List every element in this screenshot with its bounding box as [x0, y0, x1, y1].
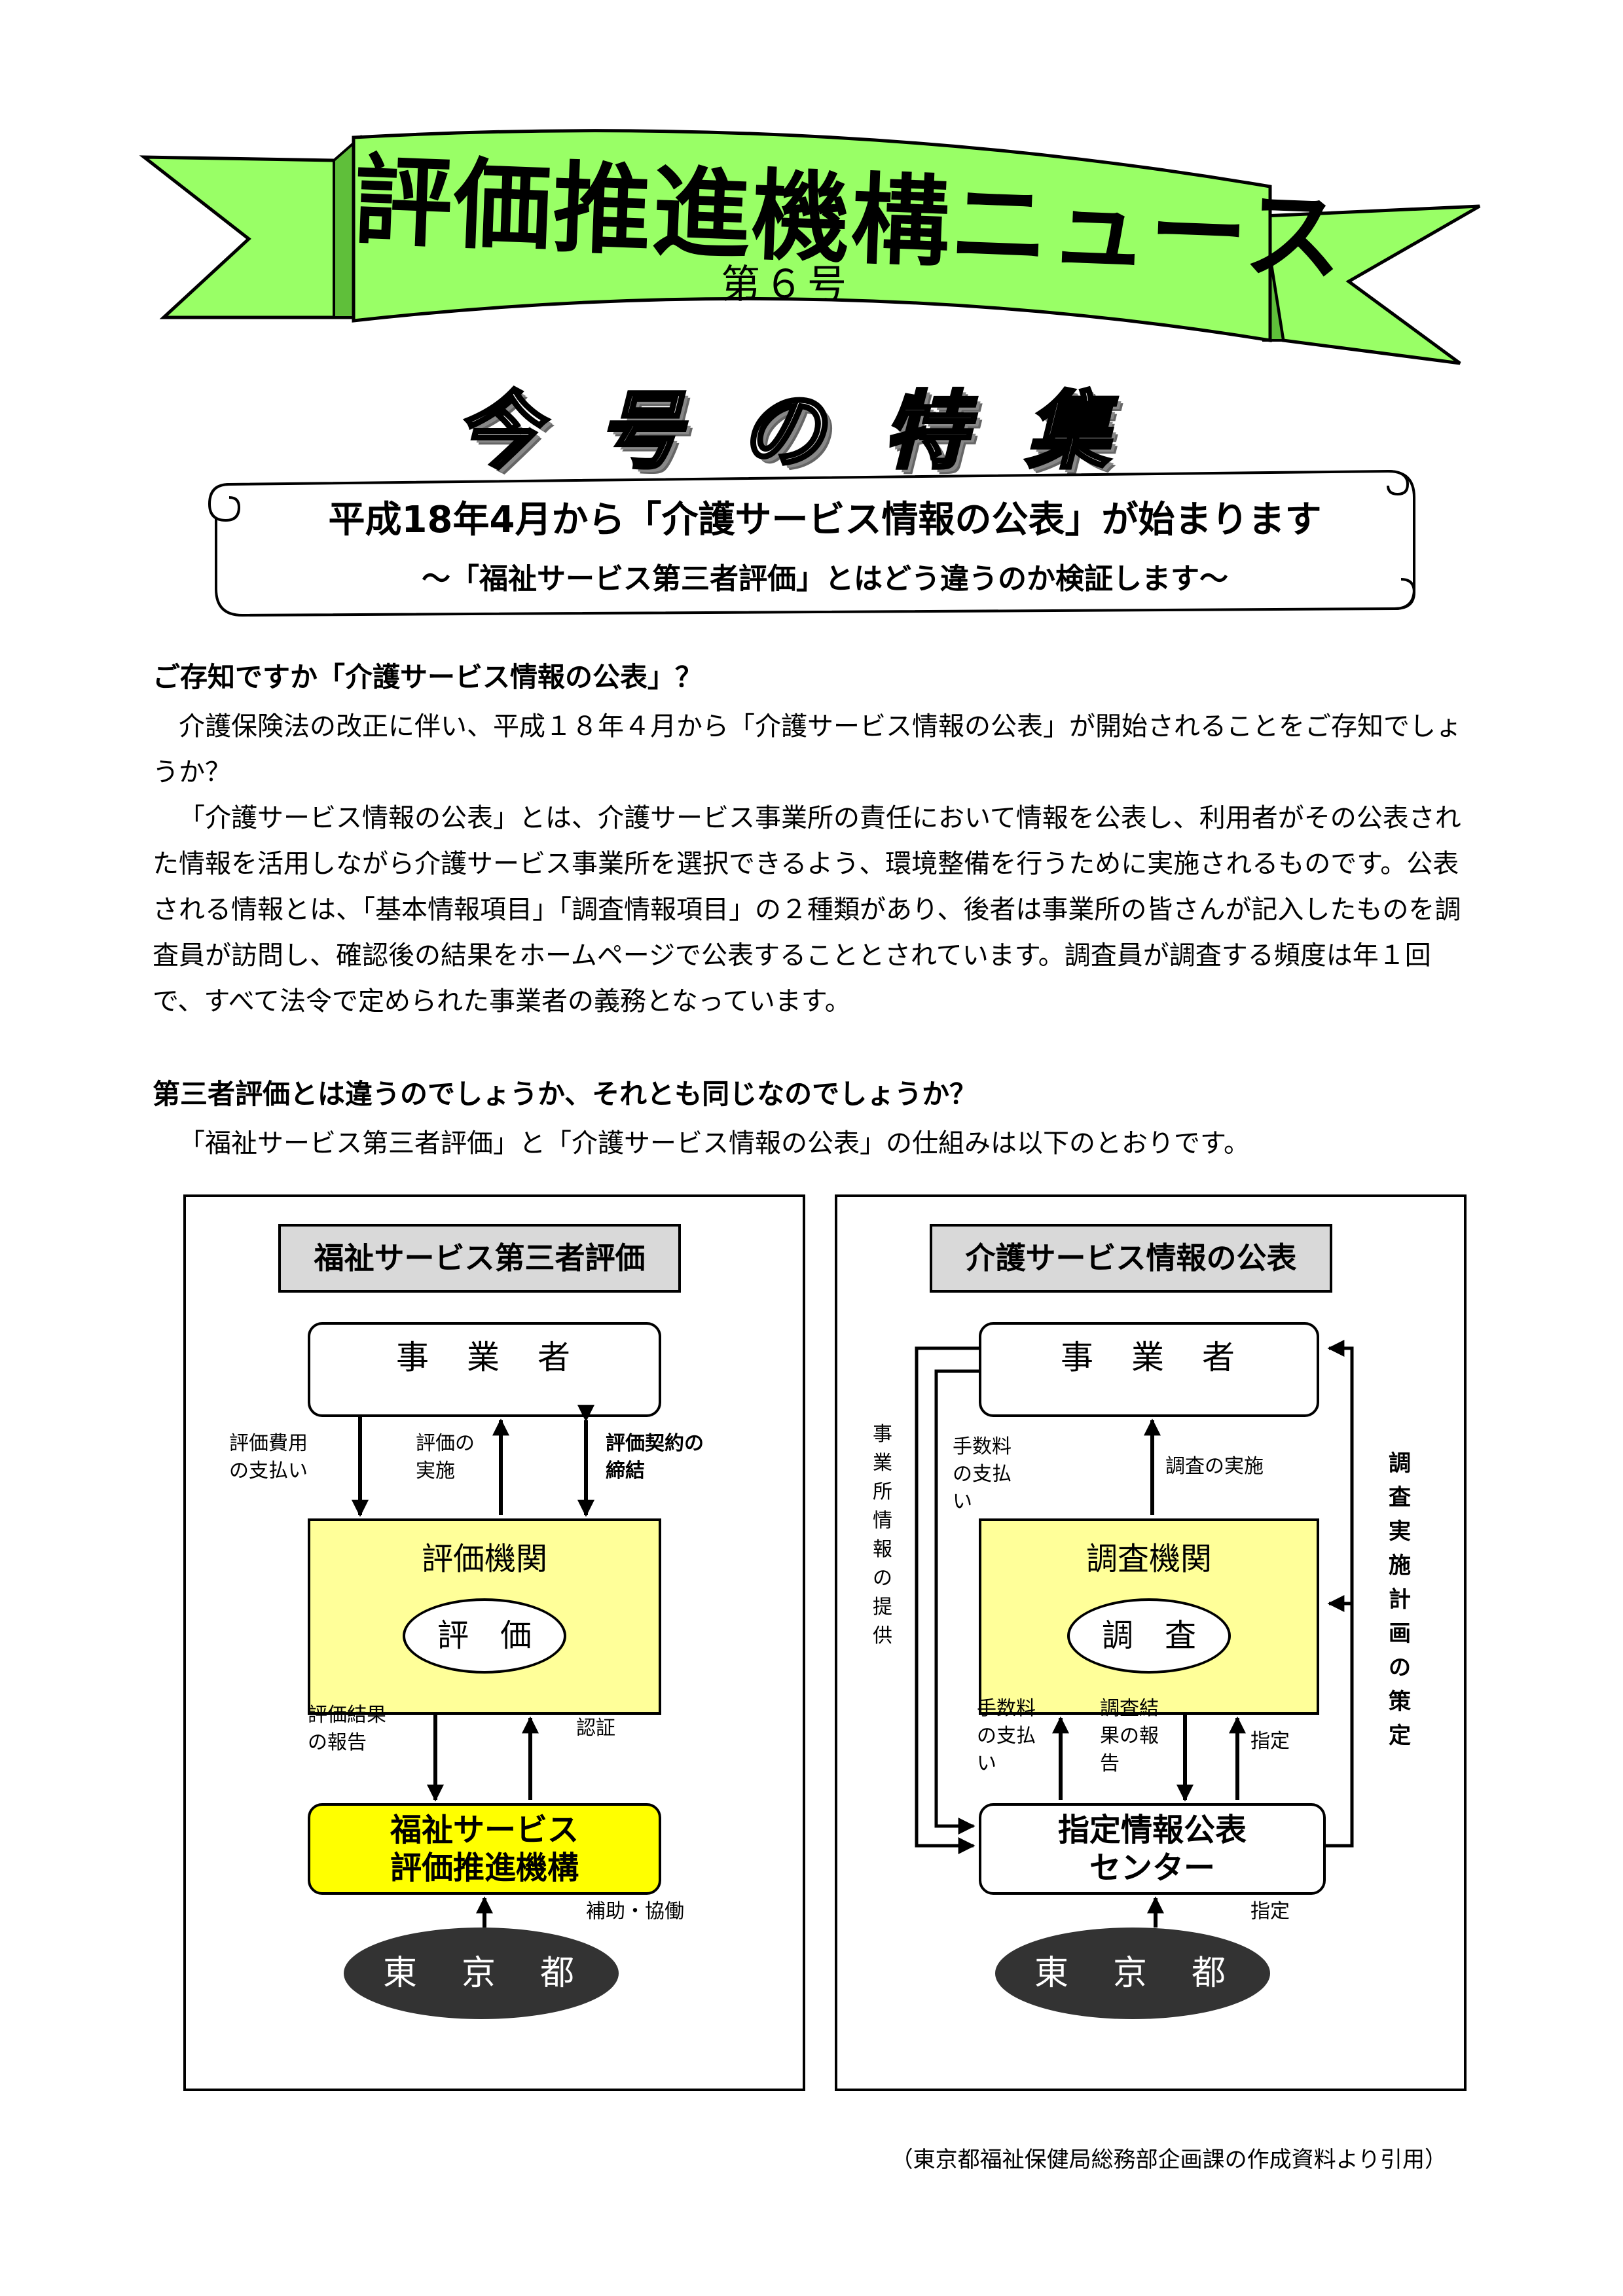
- left-arrows: [352, 1405, 594, 1928]
- survey-org-box: 調査機関 調 査: [979, 1518, 1319, 1715]
- diagram-third-party-evaluation: [183, 1194, 805, 2091]
- label-evaluation-fee: 評価費用 の支払い: [229, 1432, 308, 1482]
- designated-center-line2: センター: [1089, 1850, 1215, 1886]
- label-evaluation-report: 評価結果 の報告: [308, 1704, 386, 1754]
- evaluation-oval: 評 価: [403, 1598, 566, 1674]
- label-support-cooperation: 補助・協働: [586, 1900, 684, 1923]
- paragraph: 介護保険法の改正に伴い、平成１８年４月から「介護サービス情報の公表」が開始される…: [153, 711, 1462, 787]
- label-survey-result: 調査結 果の報 告: [1100, 1697, 1159, 1775]
- label-provider-info: 事業所情報の提供: [873, 1423, 892, 1647]
- diagram-title: 福祉サービス第三者評価: [278, 1224, 681, 1293]
- promotion-org-line2: 評価推進機構: [390, 1850, 579, 1886]
- tokyo-gov-ellipse: 東 京 都: [995, 1928, 1270, 2019]
- diagram-care-info-disclosure: [835, 1194, 1467, 2091]
- evaluation-org-label: 評価機関: [421, 1541, 547, 1577]
- survey-org-label: 調査機関: [1085, 1541, 1212, 1577]
- label-fee-bottom: 手数料 の支払 い: [977, 1697, 1036, 1775]
- diagram-title: 介護サービス情報の公表: [930, 1224, 1332, 1293]
- label-survey-conduct: 調査の実施: [1165, 1455, 1264, 1478]
- provider-box: 事 業 者: [979, 1322, 1319, 1417]
- paragraph: 「福祉サービス第三者評価」と「介護サービス情報の公表」の仕組みは以下のとおりです…: [179, 1128, 1250, 1158]
- designated-center-line1: 指定情報公表: [1057, 1812, 1247, 1848]
- designated-center-box: 指定情報公表 センター: [979, 1803, 1326, 1895]
- promotion-org-line1: 福祉サービス: [390, 1812, 579, 1848]
- label-certification: 認証: [576, 1717, 615, 1740]
- citation: （東京都福祉保健局総務部企画課の作成資料より引用）: [890, 2147, 1447, 2173]
- feature-heading: 今号の特集: [453, 383, 1169, 480]
- scroll-sub-text: ～「福祉サービス第三者評価」とはどう違うのか検証します～: [422, 562, 1228, 596]
- provider-box: 事 業 者: [308, 1322, 661, 1417]
- banner-ribbon: [139, 129, 1481, 365]
- evaluation-org-box: 評価機関 評 価: [308, 1518, 661, 1715]
- tokyo-gov-ellipse: 東 京 都: [344, 1928, 619, 2019]
- label-survey-plan: 調査実施計画の策定: [1389, 1450, 1411, 1749]
- section-heading: ご存知ですか「介護サービス情報の公表」？: [153, 661, 703, 693]
- promotion-org-box: 福祉サービス 評価推進機構: [308, 1803, 661, 1895]
- paragraph: 「介護サービス情報の公表」とは、介護サービス事業所の責任において情報を公表し、利…: [153, 803, 1461, 1016]
- label-fee-top: 手数料 の支払 い: [953, 1435, 1012, 1513]
- issue-number: 第６号: [721, 262, 850, 308]
- label-evaluation-conduct: 評価の 実施: [416, 1432, 475, 1482]
- survey-oval: 調 査: [1067, 1598, 1231, 1674]
- right-arrows: [915, 1340, 1354, 1928]
- scroll-banner: [208, 469, 1416, 617]
- section-heading: 第三者評価とは違うのでしょうか、それとも同じなのでしょうか？: [153, 1078, 977, 1110]
- label-designate-gov: 指定: [1250, 1900, 1290, 1923]
- label-designate: 指定: [1250, 1730, 1290, 1753]
- scroll-main-text: 平成18年4月から「介護サービス情報の公表」が始まります: [328, 499, 1322, 541]
- label-evaluation-contract: 評価契約の 締結: [606, 1432, 704, 1482]
